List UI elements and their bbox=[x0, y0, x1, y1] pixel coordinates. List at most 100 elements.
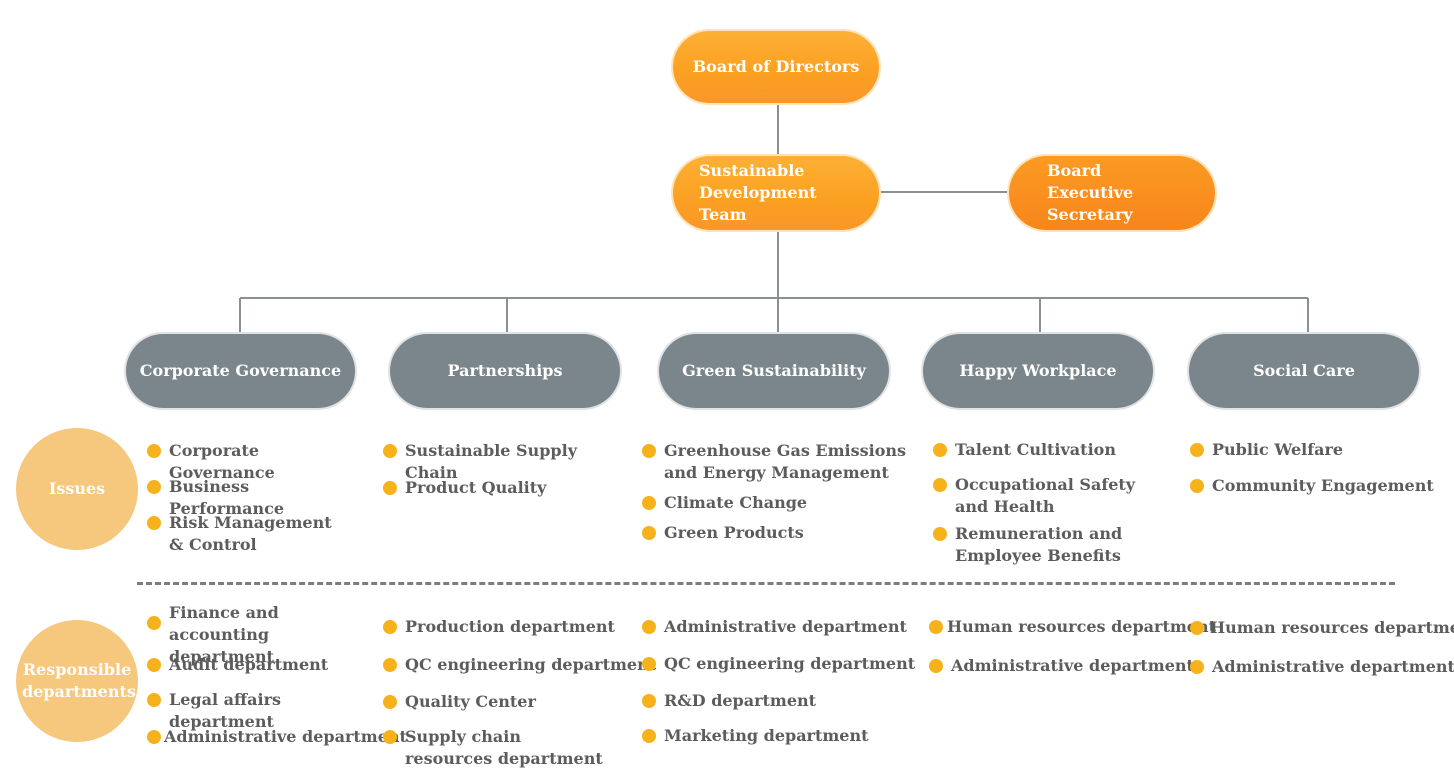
responsible-departments-label: Responsible departments bbox=[22, 660, 136, 701]
bullet-icon bbox=[147, 616, 161, 630]
issue-label: Risk Management & Control bbox=[169, 513, 332, 554]
bullet-icon bbox=[642, 657, 656, 671]
category-node-happy-workplace: Happy Workplace bbox=[923, 334, 1153, 408]
bullet-icon bbox=[383, 620, 397, 634]
issue-label: Remuneration and Employee Benefits bbox=[955, 524, 1123, 565]
category-node-social-care: Social Care bbox=[1189, 334, 1419, 408]
issues-label: Issues bbox=[48, 479, 106, 498]
department-item: Administrative department bbox=[147, 726, 407, 748]
department-item: R&D department bbox=[642, 690, 912, 712]
bullet-icon bbox=[1190, 479, 1204, 493]
department-item: Quality Center bbox=[383, 691, 638, 713]
category-label: Corporate Governance bbox=[139, 361, 342, 380]
issue-label: Public Welfare bbox=[1212, 440, 1344, 459]
bullet-icon bbox=[147, 480, 161, 494]
bullet-icon bbox=[383, 730, 397, 744]
bullet-icon bbox=[147, 658, 161, 672]
department-label: R&D department bbox=[664, 691, 817, 710]
category-node-green-sustainability: Green Sustainability bbox=[659, 334, 889, 408]
issue-label: Greenhouse Gas Emissions and Energy Mana… bbox=[664, 441, 906, 482]
category-node-partnerships: Partnerships bbox=[390, 334, 620, 408]
board-of-directors-label: Board of Directors bbox=[692, 57, 860, 76]
category-label: Green Sustainability bbox=[682, 361, 866, 380]
category-label: Social Care bbox=[1253, 361, 1355, 380]
department-item: Audit department bbox=[147, 654, 377, 676]
sustainable-development-team-node: Sustainable Development Team bbox=[673, 156, 879, 230]
issue-label: Sustainable Supply Chain bbox=[405, 441, 577, 482]
issue-item: Talent Cultivation bbox=[933, 439, 1188, 461]
issue-label: Business Performance bbox=[169, 477, 285, 518]
department-item: Human resources department bbox=[1190, 617, 1454, 639]
issue-label: Community Engagement bbox=[1212, 476, 1434, 495]
department-label: Administrative department bbox=[951, 656, 1194, 675]
board-executive-secretary-node: Board Executive Secretary bbox=[1009, 156, 1215, 230]
board-executive-secretary-label: Board Executive Secretary bbox=[1047, 161, 1134, 224]
department-label: Administrative department bbox=[664, 617, 907, 636]
bullet-icon bbox=[1190, 443, 1204, 457]
department-item: Administrative department bbox=[1190, 656, 1454, 678]
sustainable-development-team-label: Sustainable Development Team bbox=[699, 161, 817, 224]
category-label: Partnerships bbox=[447, 361, 563, 380]
bullet-icon bbox=[383, 658, 397, 672]
board-of-directors-node: Board of Directors bbox=[673, 31, 879, 103]
bullet-icon bbox=[147, 516, 161, 530]
issues-circle: Issues bbox=[16, 428, 138, 550]
bullet-icon bbox=[642, 694, 656, 708]
bullet-icon bbox=[929, 659, 943, 673]
department-item: Human resources department bbox=[929, 616, 1216, 638]
department-label: Administrative department bbox=[1212, 657, 1454, 676]
section-divider bbox=[137, 582, 1395, 585]
bullet-icon bbox=[933, 527, 947, 541]
department-label: QC engineering department bbox=[664, 654, 916, 673]
department-label: Legal affairs department bbox=[169, 690, 282, 731]
issue-item: Green Products bbox=[642, 522, 912, 544]
department-label: Supply chain resources department bbox=[405, 727, 603, 768]
bullet-icon bbox=[147, 730, 161, 744]
department-item: Production department bbox=[383, 616, 638, 638]
responsible-departments-circle: Responsible departments bbox=[16, 620, 138, 742]
department-label: Quality Center bbox=[405, 692, 536, 711]
bullet-icon bbox=[383, 481, 397, 495]
category-node-corporate-governance: Corporate Governance bbox=[126, 334, 355, 408]
bullet-icon bbox=[933, 478, 947, 492]
bullet-icon bbox=[383, 444, 397, 458]
bullet-icon bbox=[1190, 660, 1204, 674]
department-item: QC engineering department bbox=[383, 654, 656, 676]
issue-item: Occupational Safety and Health bbox=[933, 474, 1188, 518]
issue-label: Talent Cultivation bbox=[955, 440, 1116, 459]
department-label: Finance and accounting department bbox=[169, 603, 279, 666]
issue-item: Community Engagement bbox=[1190, 475, 1445, 497]
department-label: QC engineering department bbox=[405, 655, 657, 674]
issue-item: Product Quality bbox=[383, 477, 628, 499]
department-label: Human resources department bbox=[1210, 618, 1454, 637]
issue-item: Sustainable Supply Chain bbox=[383, 440, 628, 484]
department-item: Supply chain resources department bbox=[383, 726, 638, 770]
bullet-icon bbox=[933, 443, 947, 457]
issue-item: Greenhouse Gas Emissions and Energy Mana… bbox=[642, 440, 932, 484]
bullet-icon bbox=[642, 496, 656, 510]
issue-item: Climate Change bbox=[642, 492, 912, 514]
department-label: Human resources department bbox=[947, 617, 1216, 636]
issue-item: Business Performance bbox=[147, 476, 367, 520]
bullet-icon bbox=[642, 526, 656, 540]
department-item: QC engineering department bbox=[642, 653, 916, 675]
issue-label: Corporate Governance bbox=[169, 441, 275, 482]
department-item: Administrative department bbox=[929, 655, 1194, 677]
issue-label: Occupational Safety and Health bbox=[955, 475, 1136, 516]
department-label: Audit department bbox=[169, 655, 329, 674]
bullet-icon bbox=[1190, 621, 1204, 635]
issue-item: Public Welfare bbox=[1190, 439, 1445, 461]
department-label: Administrative department bbox=[164, 727, 407, 746]
issue-item: Corporate Governance bbox=[147, 440, 367, 484]
issue-label: Product Quality bbox=[405, 478, 547, 497]
department-item: Legal affairs department bbox=[147, 689, 377, 733]
department-label: Marketing department bbox=[664, 726, 869, 745]
bullet-icon bbox=[147, 693, 161, 707]
bullet-icon bbox=[642, 444, 656, 458]
issue-item: Remuneration and Employee Benefits bbox=[933, 523, 1195, 567]
bullet-icon bbox=[642, 729, 656, 743]
bullet-icon bbox=[147, 444, 161, 458]
department-label: Production department bbox=[405, 617, 615, 636]
bullet-icon bbox=[642, 620, 656, 634]
